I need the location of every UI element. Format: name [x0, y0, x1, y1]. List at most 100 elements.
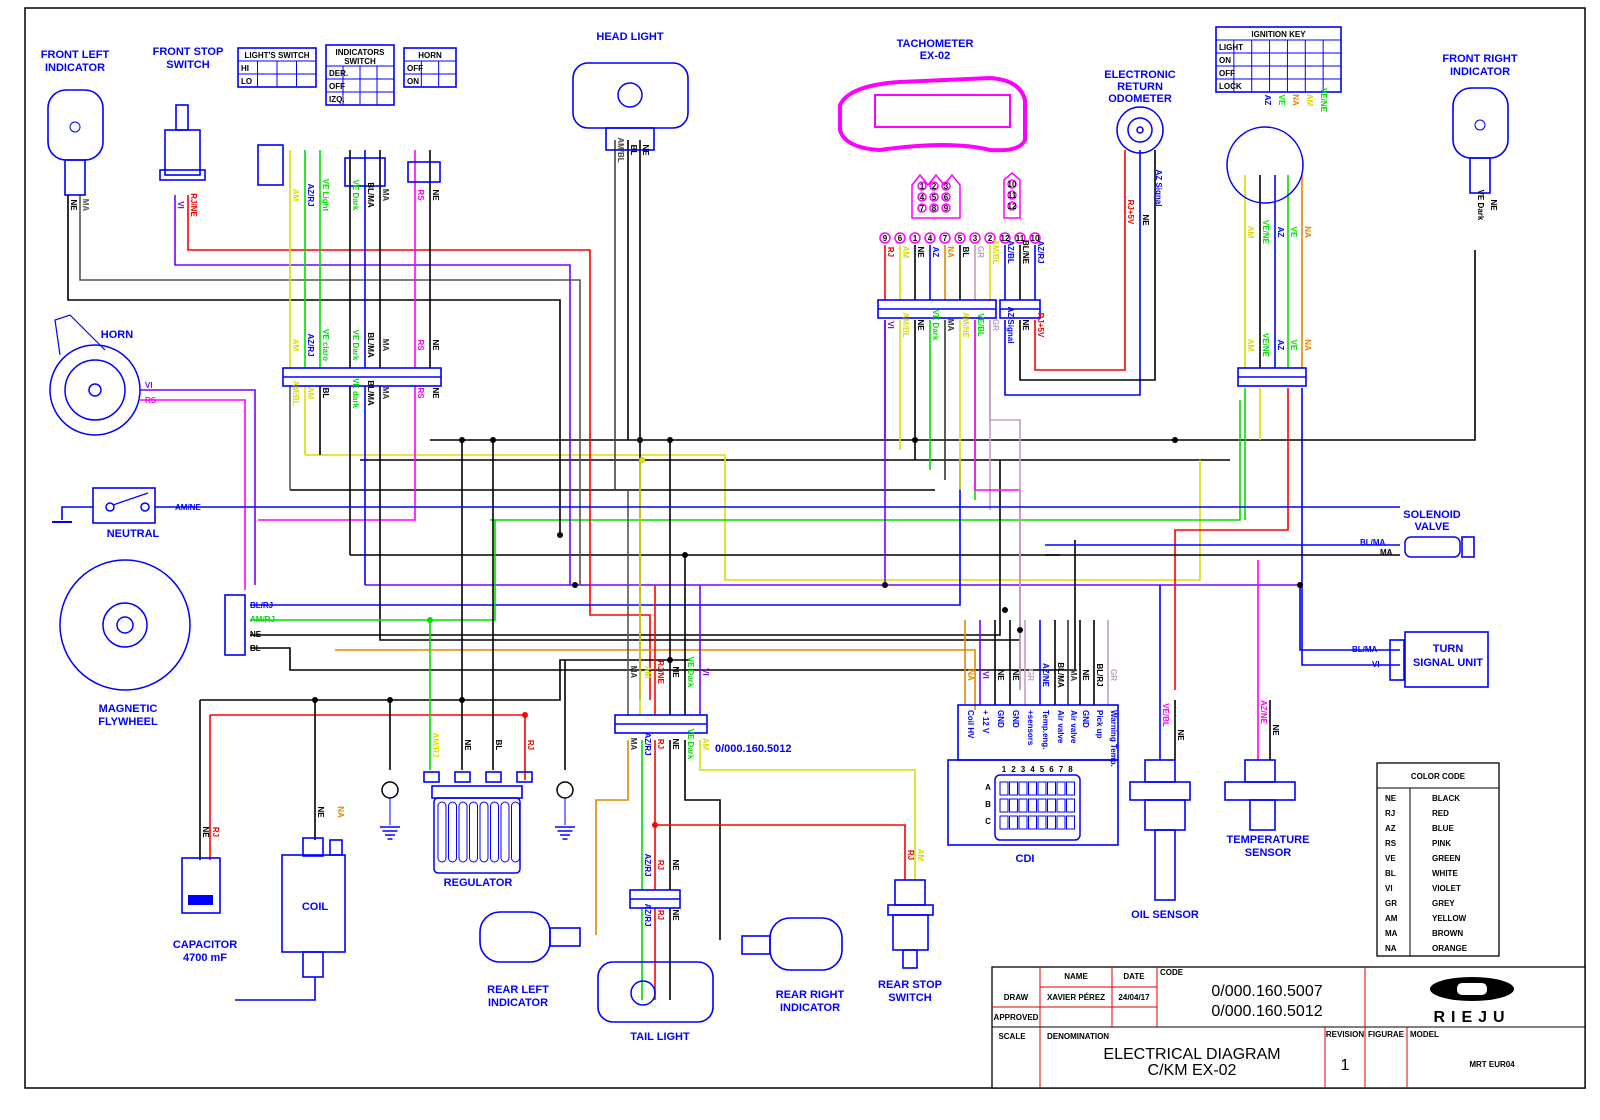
color-code-name: VIOLET	[1432, 884, 1461, 893]
cdi-pin-cell	[1028, 781, 1037, 796]
drawer-name: XAVIER PÉREZ	[1047, 993, 1105, 1002]
cdi-pin-function: +sensors	[1026, 710, 1035, 746]
wire-label: BL/NE	[1021, 240, 1030, 265]
color-code-name: YELLOW	[1432, 914, 1467, 923]
color-code-name: RED	[1432, 809, 1449, 818]
tacho-pin-marker	[879, 232, 891, 244]
cdi-pin-cell	[1009, 798, 1018, 813]
indicators-switch-table-title: INDICATORS	[335, 48, 385, 57]
wire-label: NE	[69, 199, 78, 211]
wire-label: AZ/RJ	[643, 853, 652, 876]
model-header: MODEL	[1410, 1030, 1439, 1039]
wire-label: VE/NE	[1261, 220, 1270, 245]
wire-label: NE	[1141, 214, 1150, 226]
tacho-pin-number: 2	[988, 234, 993, 243]
wire-label: AM	[1246, 339, 1255, 352]
denomination-line-1: ELECTRICAL DIAGRAM	[1103, 1046, 1280, 1063]
horn-switch-table-title: HORN	[418, 51, 442, 60]
ignition-key-table	[1215, 26, 1342, 93]
junction-dot	[427, 617, 433, 623]
wire-label: AZ/RJ	[643, 732, 652, 755]
tacho-pin-number: 4	[920, 193, 925, 202]
wire-label: BL/RJ	[250, 601, 273, 610]
wire-label: BL/MA	[366, 332, 375, 358]
oil-sensor-label: OIL SENSOR	[1131, 909, 1199, 921]
tacho-pin-number: 5	[958, 234, 963, 243]
wire-label: AZ Signal	[1154, 170, 1163, 207]
wire-label: RS	[416, 387, 425, 399]
capacitor-label: CAPACITOR	[173, 939, 237, 951]
wire-label: NE	[671, 666, 680, 678]
wire-label: VE Dark	[931, 310, 940, 341]
rear-stop-switch-flange	[887, 904, 934, 916]
indicators-switch-table-row: OFF	[329, 82, 345, 91]
wire-label: AM/NE	[961, 312, 970, 338]
denomination-line-2: C/KM EX-02	[1148, 1062, 1237, 1079]
magnetic-flywheel-label: MAGNETIC	[99, 703, 158, 715]
regulator-fin	[479, 801, 489, 863]
odometer-outer	[1116, 106, 1164, 154]
indicators-switch-table-row: DER.	[329, 69, 348, 78]
wire-label: NE	[201, 826, 210, 838]
code-header: CODE	[1160, 968, 1184, 977]
wire-label: RJ	[886, 247, 895, 257]
turn-signal-unit-connector	[1389, 639, 1405, 681]
reg-pin	[485, 771, 502, 783]
odo-ne	[1019, 150, 1156, 381]
wire-label: NE	[996, 669, 1005, 681]
tacho-pin	[917, 203, 927, 213]
drawer-date: 24/04/17	[1118, 993, 1150, 1002]
wire-label: NE	[1176, 729, 1185, 741]
date-header: DATE	[1123, 972, 1145, 981]
wire-label: VE Dark	[1476, 190, 1485, 221]
fs-vi	[174, 195, 571, 585]
flywheel-connector	[224, 594, 246, 656]
wire-label: NA	[946, 246, 955, 258]
cdi-pin-function: Coil HV	[966, 710, 975, 739]
wire-label: NE	[463, 739, 472, 751]
rear-stop-switch-plunger	[902, 949, 918, 969]
front-left-indicator-label: INDICATOR	[45, 62, 105, 74]
tacho-pin	[941, 192, 951, 202]
ignition-key-table-title: IGNITION KEY	[1251, 30, 1306, 39]
ignition-key-table-row: OFF	[1219, 69, 1235, 78]
wire-label: BL	[961, 247, 970, 258]
cdi-connector-grid	[994, 774, 1081, 841]
wire-label: VE dark	[351, 378, 360, 408]
regulator-fin	[437, 801, 447, 863]
junction-dot	[572, 582, 578, 588]
wire-label: RS	[145, 396, 157, 405]
cdi-label: CDI	[1016, 853, 1035, 865]
color-code-name: ORANGE	[1432, 944, 1468, 953]
wire-label: RJ+5V	[1036, 313, 1045, 338]
oil-sensor-head	[1144, 759, 1176, 783]
wire-label: NE	[431, 189, 440, 201]
wire-label: GR	[1026, 669, 1035, 681]
tachometer-label: TACHOMETER	[897, 38, 974, 50]
tacho-connector-b	[1003, 172, 1021, 219]
tacho-pin-number: 12	[1001, 234, 1010, 243]
wire-label: BL/MA	[366, 182, 375, 208]
coil-ground-terminal	[302, 951, 324, 978]
tacho-pin-marker	[999, 232, 1011, 244]
front-stop-switch-body	[164, 129, 201, 176]
wire-label: NE	[1081, 669, 1090, 681]
ma-drop	[379, 380, 1020, 641]
lights-switch-connector	[257, 144, 284, 186]
approved-label: APPROVED	[994, 1013, 1039, 1022]
wire-label: BL/MA	[1056, 662, 1065, 688]
horn-switch-table	[403, 47, 457, 88]
horn-center	[88, 383, 102, 397]
wire-label: NE	[316, 806, 325, 818]
tacho-pin-number: 9	[883, 234, 888, 243]
wire-label: MA	[381, 387, 390, 400]
head-light-body	[572, 62, 689, 129]
cdi-pin-cell	[1037, 815, 1047, 830]
draw-label: DRAW	[1004, 993, 1029, 1002]
wire-label: NE	[1011, 669, 1020, 681]
head-light-socket	[605, 127, 655, 151]
cdi-pin-cell	[1018, 781, 1028, 796]
tacho-pin-marker	[924, 232, 936, 244]
capacitor-body	[181, 857, 221, 914]
rr-ne	[684, 740, 721, 940]
